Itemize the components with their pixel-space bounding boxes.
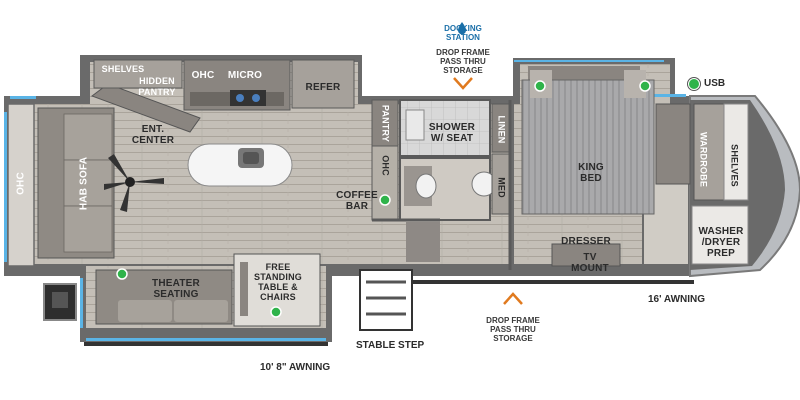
label-dresser: DRESSER: [561, 236, 611, 247]
label-ohc-front: OHC: [15, 172, 27, 195]
label-shelves-kitchen: SHELVES: [101, 64, 145, 74]
label-tv-mount: TV MOUNT: [571, 252, 609, 274]
label-shower: SHOWER W/ SEAT: [428, 122, 476, 144]
king-bed: [521, 66, 655, 215]
label-micro: MICRO: [227, 70, 263, 81]
stable-step: [359, 269, 413, 331]
label-ohc-bath: OHC: [380, 155, 391, 176]
label-ent-center: ENT. CENTER: [131, 124, 175, 146]
bedroom-front-storage: [655, 103, 749, 265]
label-wardrobe: WARDROBE: [698, 131, 709, 188]
water-drop-icon: [458, 22, 466, 35]
label-drop-frame-bottom: DROP FRAME PASS THRU STORAGE: [486, 316, 540, 343]
front-ohc-cabinet: [7, 103, 35, 267]
label-hidden-pantry: HIDDEN PANTRY: [138, 76, 176, 97]
hab-sofa: [37, 107, 115, 259]
kitchen-island: [187, 143, 293, 187]
awning-right: [412, 280, 694, 284]
theater-seating-unit: [95, 269, 233, 325]
ceiling-fan-icon: [104, 154, 164, 212]
chevron-down-icon: [453, 77, 473, 90]
label-refer: REFER: [305, 82, 341, 93]
pantry-and-bath: [371, 99, 512, 270]
label-washer-dryer: WASHER /DRYER PREP: [698, 226, 744, 259]
chevron-up-icon: [503, 292, 523, 305]
label-drop-frame-top: DROP FRAME PASS THRU STORAGE: [436, 48, 490, 75]
label-hab-sofa: HAB SOFA: [78, 156, 90, 211]
label-king-bed: KING BED: [578, 162, 604, 184]
usb-dot-icon: [688, 78, 700, 90]
label-med: MED: [496, 177, 507, 198]
label-coffee-bar: COFFEE BAR: [336, 190, 378, 212]
dresser: [551, 243, 621, 267]
label-linen: LINEN: [496, 115, 507, 144]
label-usb: USB: [704, 78, 726, 89]
label-stable-step: STABLE STEP: [356, 340, 425, 351]
label-pantry: PANTRY: [380, 104, 391, 143]
label-free-standing: FREE STANDING TABLE & CHAIRS: [254, 262, 302, 302]
label-shelves-bedroom: SHELVES: [729, 144, 740, 187]
label-ohc-kitchen: OHC: [191, 70, 215, 81]
kitchen-cabinets: [93, 59, 355, 111]
label-awning-right: 16' AWNING: [648, 294, 706, 305]
windows: [4, 60, 686, 341]
usb-dots: [116, 80, 651, 318]
awning-left: [84, 342, 328, 346]
label-theater-seating: THEATER SEATING: [152, 278, 200, 300]
label-docking-station: DOCKING STATION: [444, 24, 482, 42]
label-awning-left: 10' 8" AWNING: [260, 362, 331, 373]
